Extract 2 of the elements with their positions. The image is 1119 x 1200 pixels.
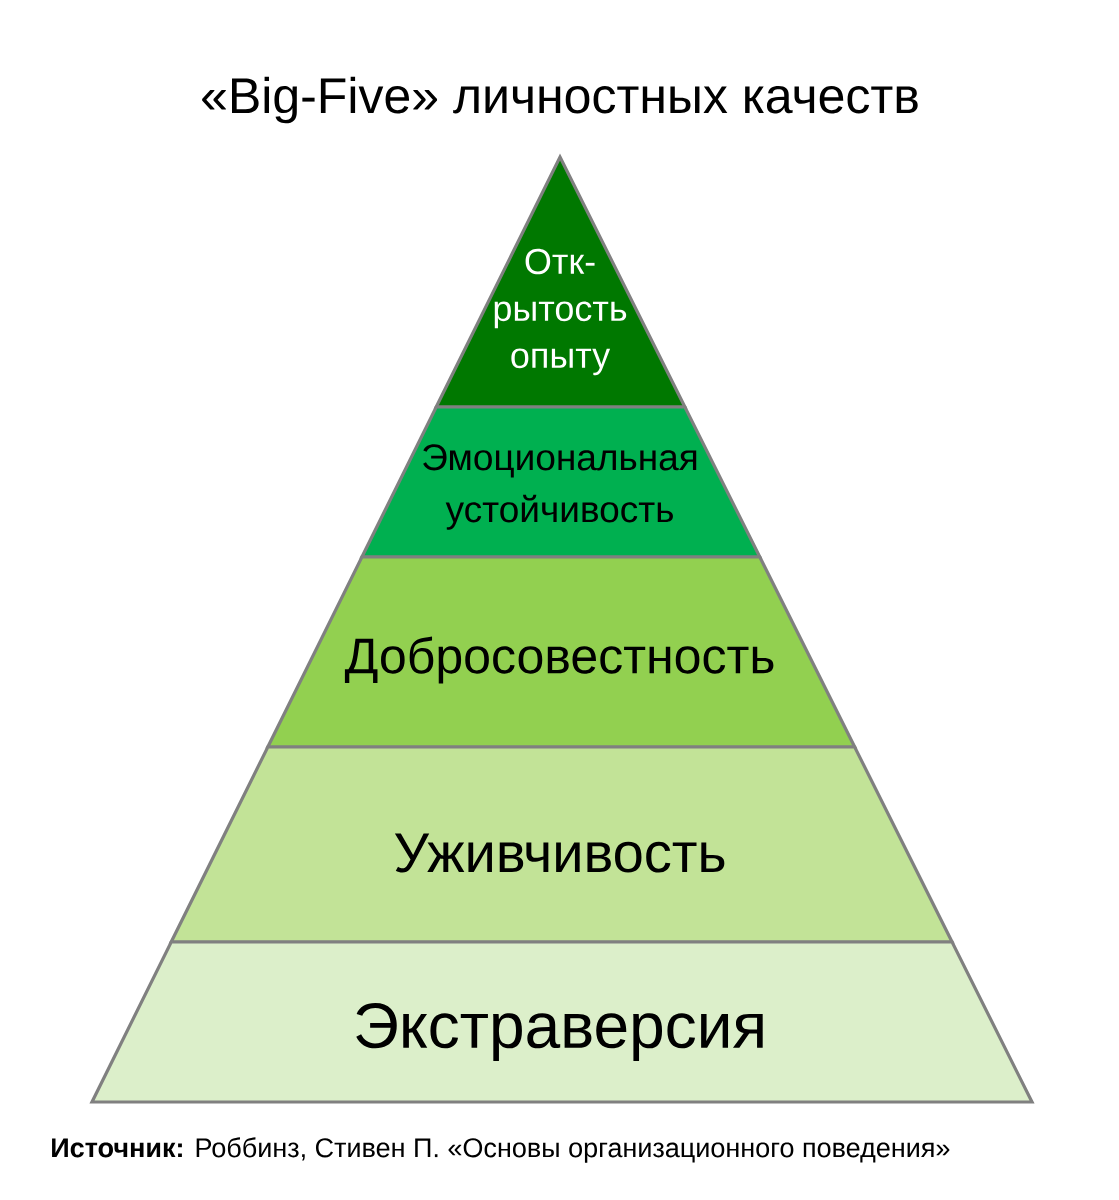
caption: Источник: Роббинз, Стивен П. «Основы организационного поведения» — [52, 1137, 950, 1163]
title: «Big-Five» личностных качеств — [202, 76, 918, 124]
